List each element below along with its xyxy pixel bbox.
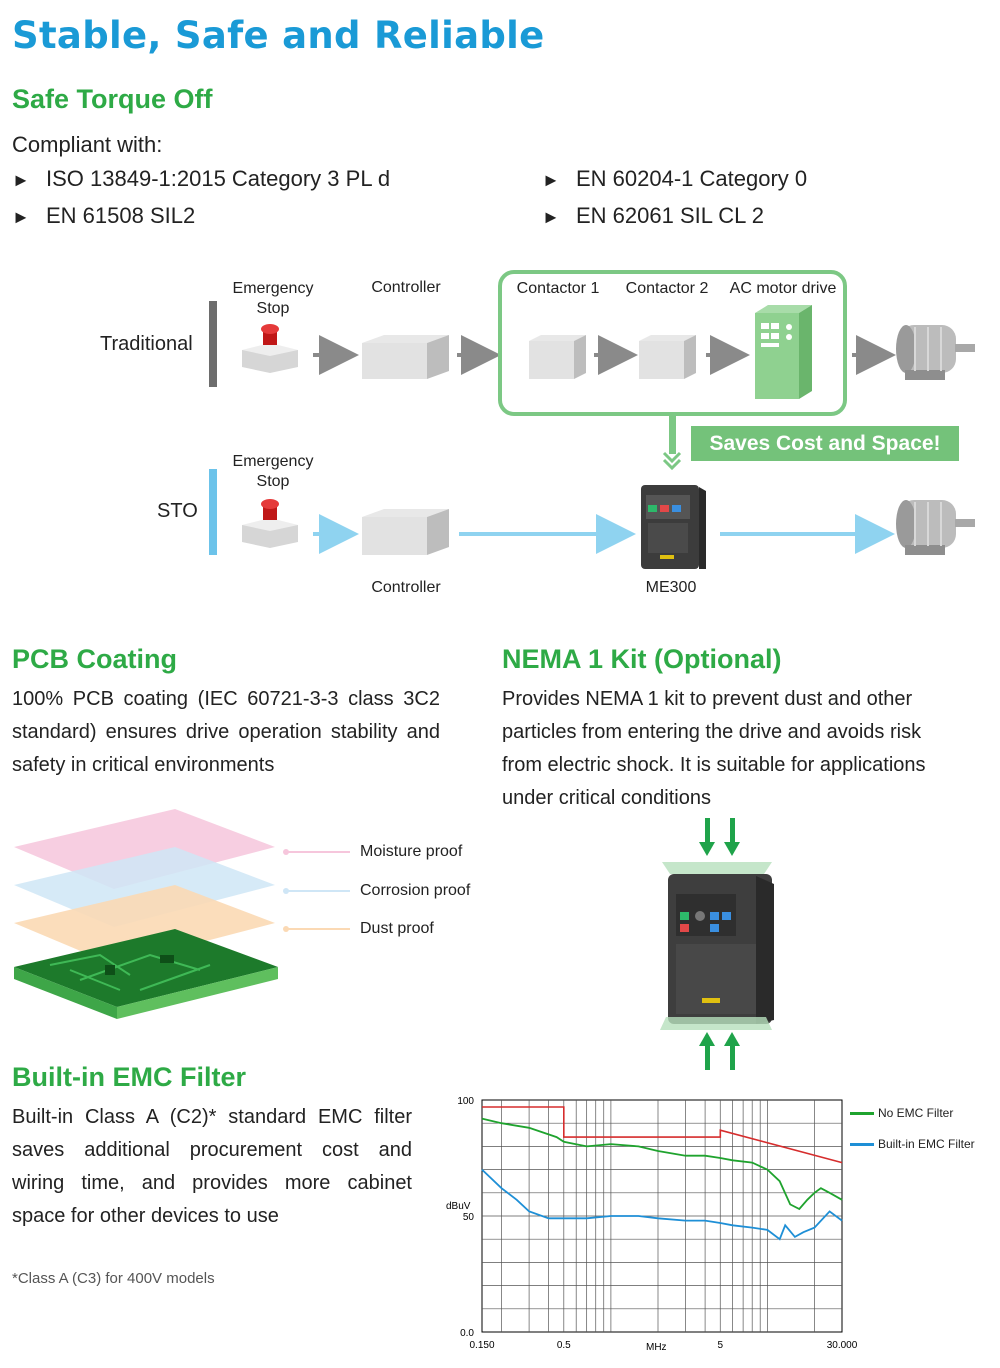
emergency-stop-icon: [242, 324, 298, 373]
contactor-2-label: Contactor 2: [625, 280, 709, 297]
standard-item: ► EN 60204-1 Category 0: [542, 166, 807, 203]
standard-item: ► EN 62061 SIL CL 2: [542, 203, 807, 240]
x-tick-label: 5: [717, 1340, 723, 1351]
controller-box-icon: [362, 509, 449, 555]
emc-heading: Built-in EMC Filter: [12, 1062, 246, 1092]
up-arrow-icon: [699, 1032, 740, 1070]
standards-list-left: ► ISO 13849-1:2015 Category 3 PL d ► EN 61…: [12, 166, 390, 240]
moisture-layer: [14, 809, 275, 889]
x-tick-label: 30.000: [827, 1340, 858, 1351]
ac-motor-drive-icon: [755, 305, 812, 399]
sto-row-label: STO: [157, 500, 198, 522]
y-tick-label: 100: [457, 1096, 474, 1107]
standard-item: ► EN 61508 SIL2: [12, 203, 390, 240]
motor-icon: [896, 500, 975, 555]
bullet-arrow-icon: ►: [12, 207, 30, 227]
standard-text: ISO 13849-1:2015 Category 3 PL d: [46, 166, 391, 191]
dust-layer: [14, 885, 275, 965]
contactor-1-label: Contactor 1: [516, 280, 600, 297]
corrosion-layer: [14, 847, 275, 927]
pcb-heading: PCB Coating: [12, 644, 177, 674]
emc-footnote: *Class A (C3) for 400V models: [12, 1270, 215, 1287]
compliant-label: Compliant with:: [12, 132, 163, 157]
legend-entry: Built-in EMC Filter: [850, 1137, 975, 1151]
standards-list-right: ► EN 60204-1 Category 0 ► EN 62061 SIL CL …: [542, 166, 807, 240]
y-tick-label: 0.0: [460, 1328, 474, 1339]
bullet-arrow-icon: ►: [542, 170, 560, 190]
legend-label: Built-in EMC Filter: [878, 1137, 975, 1151]
motor-icon: [896, 325, 975, 380]
down-arrow-icon: [699, 818, 740, 856]
sto-row-bar: [209, 469, 217, 555]
series-line: [482, 1106, 843, 1164]
x-axis-label: MHz: [646, 1342, 667, 1353]
chart-grid: [482, 1100, 842, 1332]
nema-description: Provides NEMA 1 kit to prevent dust and …: [502, 688, 926, 809]
standard-text: EN 61508 SIL2: [46, 203, 196, 228]
contactor-1-box-icon: [529, 335, 586, 379]
series-line: [481, 1168, 843, 1241]
down-chevron-icon: [662, 416, 682, 471]
contactor-group-frame: [498, 270, 847, 416]
x-tick-label: 0.150: [469, 1340, 494, 1351]
pcb-board-icon: [14, 929, 278, 1019]
controller-label: Controller: [371, 579, 441, 596]
legend-swatch: [850, 1112, 874, 1116]
me300-label: ME300: [645, 579, 697, 596]
nema-kit-illustration: [660, 818, 774, 1070]
sto-diagram: [209, 270, 975, 569]
traditional-label: Traditional: [100, 333, 193, 355]
chart-ticks: 0.150 0.5 5 30.000 0.0 50 100: [457, 1096, 857, 1351]
bullet-arrow-icon: ►: [542, 207, 560, 227]
legend-swatch: [850, 1143, 874, 1147]
x-tick-label: 0.5: [557, 1340, 571, 1351]
series-line: [481, 1117, 843, 1211]
standard-text: EN 62061 SIL CL 2: [576, 203, 764, 228]
emc-chart: 0.150 0.5 5 30.000 0.0 50 100 dBuV MHz: [446, 1096, 858, 1353]
controller-box-icon: [362, 335, 449, 379]
traditional-row-bar: [209, 301, 217, 387]
controller-label: Controller: [371, 279, 441, 296]
chart-series: [481, 1106, 843, 1241]
moisture-proof-label: Moisture proof: [360, 843, 463, 860]
dust-proof-label: Dust proof: [360, 920, 434, 937]
emergency-stop-label: Emergency Stop: [232, 453, 314, 490]
y-tick-label: 50: [463, 1212, 475, 1223]
me300-drive-icon: [668, 874, 774, 1024]
emergency-stop-icon: [242, 499, 298, 548]
contactor-2-box-icon: [639, 335, 696, 379]
emergency-stop-label: Emergency Stop: [232, 280, 314, 317]
emc-description: Built-in Class A (C2)* standard EMC filt…: [12, 1106, 412, 1227]
pcb-layers-illustration: [14, 809, 350, 1019]
corrosion-proof-label: Corrosion proof: [360, 882, 471, 899]
standard-item: ► ISO 13849-1:2015 Category 3 PL d: [12, 166, 390, 203]
sto-heading: Safe Torque Off: [12, 84, 213, 114]
ac-motor-drive-label: AC motor drive: [729, 280, 837, 297]
standard-text: EN 60204-1 Category 0: [576, 166, 808, 191]
page-title: Stable, Safe and Reliable: [12, 14, 545, 57]
legend-label: No EMC Filter: [878, 1106, 954, 1120]
legend-entry: No EMC Filter: [850, 1106, 953, 1120]
bullet-arrow-icon: ►: [12, 170, 30, 190]
pcb-description: 100% PCB coating (IEC 60721-3-3 class 3C…: [12, 688, 440, 776]
saves-banner: Saves Cost and Space!: [691, 426, 959, 461]
y-axis-label: dBuV: [446, 1201, 471, 1212]
nema-heading: NEMA 1 Kit (Optional): [502, 644, 782, 674]
me300-drive-icon: [641, 485, 706, 569]
